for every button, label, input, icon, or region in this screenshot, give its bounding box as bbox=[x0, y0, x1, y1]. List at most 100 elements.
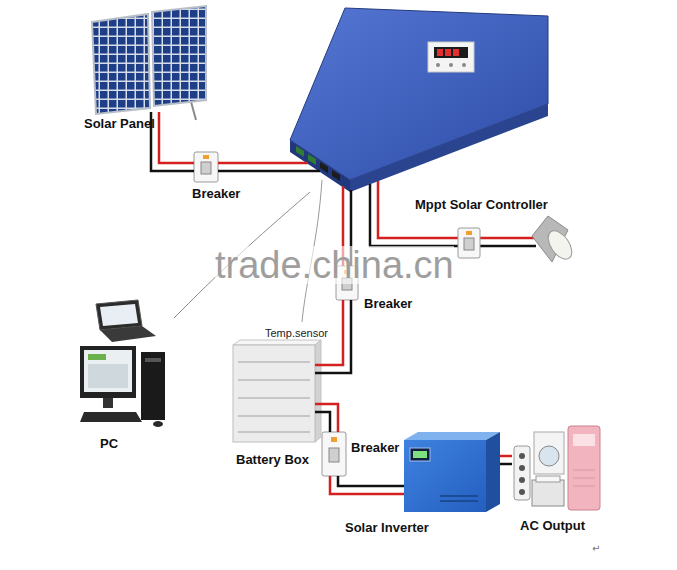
air-conditioner bbox=[568, 426, 600, 510]
screen-window bbox=[88, 354, 106, 360]
wire bbox=[330, 476, 404, 494]
watermark: trade.china.cn bbox=[215, 246, 454, 284]
component-caption: Solar Panel bbox=[84, 116, 155, 131]
solar-panel-art bbox=[92, 6, 206, 120]
component-node: AC Output bbox=[512, 428, 604, 514]
controller-display bbox=[434, 47, 468, 58]
breaker-toggle bbox=[201, 162, 211, 174]
pc-art bbox=[80, 300, 165, 427]
breaker-art bbox=[458, 228, 480, 258]
component-caption: Mppt Solar Controller bbox=[415, 197, 548, 212]
battery-box-art bbox=[233, 340, 321, 442]
inverter-display bbox=[410, 448, 430, 461]
led-digit bbox=[445, 49, 451, 56]
terminal-block bbox=[332, 170, 340, 181]
inverter-screen bbox=[413, 451, 427, 458]
component-caption: Breaker bbox=[364, 296, 412, 311]
lamp-wire bbox=[370, 184, 458, 246]
wire bbox=[151, 112, 194, 171]
controller-display-panel bbox=[428, 42, 474, 72]
washing-machine bbox=[534, 432, 564, 474]
wire-pair bbox=[500, 456, 512, 464]
socket bbox=[519, 465, 525, 471]
solar-panel-left bbox=[92, 14, 150, 114]
wire bbox=[159, 112, 194, 163]
laptop-base bbox=[100, 326, 156, 342]
wire bbox=[500, 463, 512, 466]
ac-grille bbox=[573, 470, 595, 471]
wire-pair bbox=[218, 163, 300, 171]
ac-panel bbox=[573, 434, 595, 446]
wire-stub bbox=[350, 190, 353, 192]
wire bbox=[218, 170, 300, 173]
breaker-toggle bbox=[329, 448, 339, 462]
drawer-line bbox=[238, 397, 310, 399]
drawer-line bbox=[238, 431, 310, 433]
wire-stub bbox=[300, 162, 308, 165]
battery-front bbox=[233, 345, 315, 442]
led-digit bbox=[453, 49, 459, 56]
battery-top bbox=[233, 340, 321, 345]
return-mark: ↵ bbox=[592, 544, 600, 554]
lamp-art bbox=[532, 216, 577, 263]
pc-tower bbox=[141, 352, 165, 420]
wire-pair bbox=[330, 476, 404, 494]
component-node: Solar Panel bbox=[85, 6, 207, 112]
sensor-label: Temp.sensor bbox=[265, 328, 328, 339]
breaker-flag bbox=[466, 231, 472, 235]
wire bbox=[500, 455, 512, 458]
component-node: Solar Inverter bbox=[404, 432, 500, 512]
lamp-face bbox=[543, 227, 576, 264]
wire-stub bbox=[342, 186, 345, 192]
wire bbox=[338, 476, 404, 486]
component-caption: PC bbox=[100, 436, 118, 451]
battery-side bbox=[315, 340, 321, 442]
keyboard bbox=[80, 412, 142, 422]
ac-grille bbox=[573, 486, 595, 487]
lamp-circuit bbox=[370, 181, 536, 246]
inverter-side bbox=[486, 432, 500, 512]
component-node: Breaker bbox=[194, 152, 218, 182]
terminal-block bbox=[296, 146, 304, 157]
terminal-block bbox=[308, 154, 316, 165]
breaker-art bbox=[194, 152, 218, 182]
socket bbox=[519, 489, 525, 495]
drawer-line bbox=[238, 415, 310, 417]
printer-tray bbox=[536, 476, 560, 482]
printer bbox=[532, 480, 564, 506]
button bbox=[462, 63, 466, 67]
controller-art bbox=[290, 8, 548, 192]
breaker-body bbox=[322, 432, 346, 476]
button bbox=[449, 63, 453, 67]
ac-loads-art bbox=[514, 426, 600, 510]
component-node: Breaker bbox=[322, 432, 346, 476]
component-caption: Solar Inverter bbox=[345, 520, 429, 535]
inverter-front bbox=[404, 440, 486, 512]
breaker-art bbox=[322, 432, 346, 476]
power-strip bbox=[514, 446, 530, 500]
laptop-screen bbox=[96, 300, 142, 330]
solar-panel-right bbox=[152, 6, 206, 106]
breaker-body bbox=[458, 228, 480, 258]
wire-pair bbox=[315, 404, 338, 432]
laptop-display bbox=[100, 304, 138, 326]
led-digit bbox=[437, 49, 443, 56]
component-caption: AC Output bbox=[520, 518, 585, 533]
washer-door bbox=[539, 446, 559, 466]
component-caption: Breaker bbox=[351, 440, 399, 455]
mouse bbox=[153, 421, 163, 427]
controller-side bbox=[290, 140, 350, 192]
monitor-stand bbox=[103, 398, 113, 408]
terminal-block bbox=[320, 162, 328, 173]
inverter-top bbox=[404, 432, 500, 440]
component-caption: Breaker bbox=[192, 186, 240, 201]
button bbox=[436, 63, 440, 67]
drive-bay bbox=[145, 358, 161, 362]
socket bbox=[519, 453, 525, 459]
ac-grille bbox=[573, 478, 595, 479]
monitor-screen bbox=[84, 350, 132, 392]
component-caption: Battery Box bbox=[236, 452, 309, 467]
breaker-body bbox=[194, 152, 218, 182]
